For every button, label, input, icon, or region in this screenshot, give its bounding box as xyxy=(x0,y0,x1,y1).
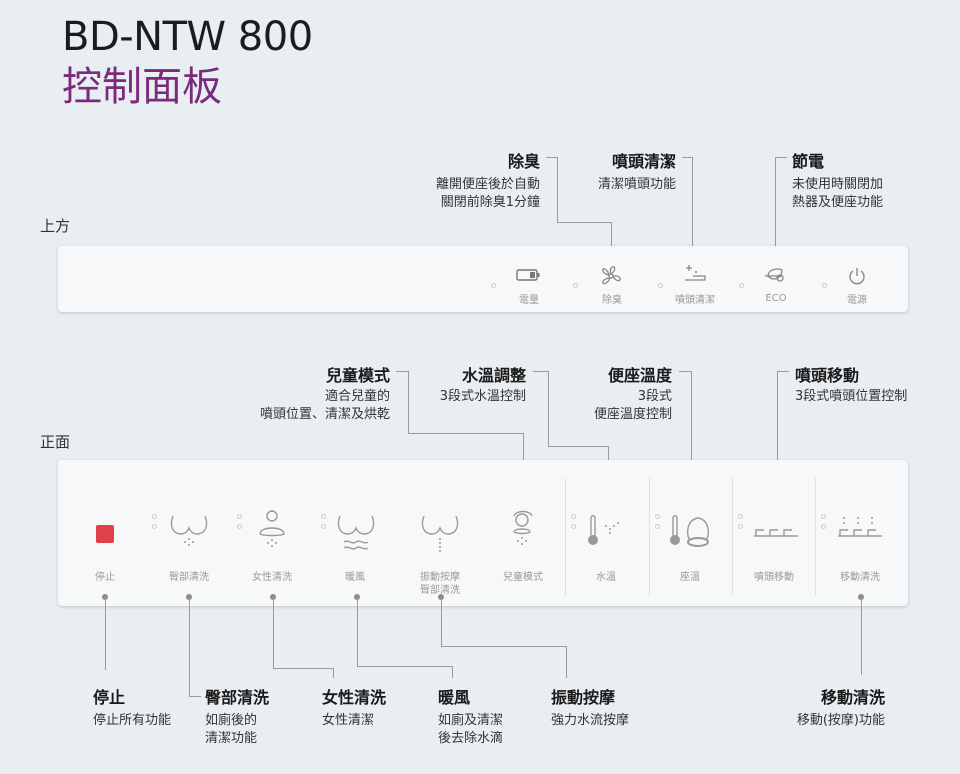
power-save-callout-desc2: 熱器及便座功能 xyxy=(792,195,884,210)
water-temp-icon[interactable] xyxy=(584,514,628,550)
power-save-callout-desc1: 未使用時關閉加 xyxy=(792,177,884,192)
rear-wash-icon[interactable] xyxy=(167,512,211,556)
water-temp-label: 水溫 xyxy=(596,572,616,583)
nozzle-clean-callout-desc: 清潔噴頭功能 xyxy=(597,177,676,192)
water-temp-callout-desc: 3段式水溫控制 xyxy=(439,389,526,404)
move-wash-label: 移動清洗 xyxy=(840,572,880,583)
power-save-callout-title: 節電 xyxy=(792,152,825,171)
battery-label: 電量 xyxy=(519,295,539,306)
child-mode-label: 兒童模式 xyxy=(503,572,543,583)
water-temp-callout-title: 水溫調整 xyxy=(461,366,526,385)
seat-temp-callout-desc2: 便座溫度控制 xyxy=(593,407,672,422)
seat-temp-callout-desc1: 3段式 xyxy=(637,389,672,404)
battery-icon xyxy=(516,269,540,281)
nozzle-move-callout-title: 噴頭移動 xyxy=(795,366,860,385)
female-wash-icon[interactable] xyxy=(252,508,296,556)
dryer-callout-desc2: 後去除水滴 xyxy=(438,731,504,746)
front-section-label: 正面 xyxy=(40,433,71,451)
nozzle-clean-icon[interactable] xyxy=(681,262,709,286)
deodor-label: 除臭 xyxy=(602,295,622,306)
massage-callout-desc: 強力水流按摩 xyxy=(551,713,630,728)
rear-wash-callout-desc2: 清潔功能 xyxy=(205,731,258,746)
stop-label: 停止 xyxy=(95,572,115,583)
dryer-icon[interactable] xyxy=(334,512,378,560)
nozzle-move-callout-desc: 3段式噴頭位置控制 xyxy=(795,389,908,404)
rear-wash-callout-title: 臀部清洗 xyxy=(205,688,270,707)
female-wash-callout-title: 女性清洗 xyxy=(322,688,387,707)
deodor-callout-desc1: 離開便座後於自動 xyxy=(435,177,540,192)
female-wash-label: 女性清洗 xyxy=(252,572,292,583)
move-wash-callout-title: 移動清洗 xyxy=(820,688,885,707)
power-label: 電源 xyxy=(847,295,867,306)
power-icon[interactable] xyxy=(846,265,868,287)
seat-temp-icon[interactable] xyxy=(668,514,712,550)
rear-wash-label: 臀部清洗 xyxy=(169,572,209,583)
massage-icon[interactable] xyxy=(418,512,462,560)
female-wash-callout-desc: 女性清潔 xyxy=(322,713,375,728)
stop-callout-desc: 停止所有功能 xyxy=(93,713,172,728)
stop-callout-title: 停止 xyxy=(93,688,126,707)
dryer-callout-title: 暖風 xyxy=(438,688,471,707)
model-name: BD-NTW 800 xyxy=(62,14,313,60)
seat-temp-label: 座溫 xyxy=(680,572,700,583)
nozzle-clean-label: 噴頭清潔 xyxy=(675,295,715,306)
child-callout-desc1: 適合兒童的 xyxy=(324,389,390,404)
child-callout-desc2: 噴頭位置、清潔及烘乾 xyxy=(259,407,390,422)
rear-wash-callout-desc1: 如廁後的 xyxy=(205,713,258,728)
nozzle-clean-callout-title: 噴頭清潔 xyxy=(611,152,676,171)
massage-label-line1: 振動按摩 xyxy=(420,572,460,583)
move-wash-callout-desc: 移動(按摩)功能 xyxy=(796,713,885,728)
nozzle-move-label: 噴頭移動 xyxy=(754,572,794,583)
massage-label-line2: 臀部清洗 xyxy=(420,585,460,596)
eco-leaf-icon[interactable] xyxy=(762,264,788,288)
stop-button-icon[interactable] xyxy=(96,525,114,543)
massage-callout-title: 振動按摩 xyxy=(551,688,616,707)
eco-label: ECO xyxy=(765,293,787,304)
deodor-callout-desc2: 關閉前除臭1分鐘 xyxy=(440,195,540,210)
child-callout-title: 兒童模式 xyxy=(325,366,390,385)
dryer-label: 暖風 xyxy=(345,572,365,583)
page-title: 控制面板 xyxy=(62,64,222,110)
move-wash-icon[interactable] xyxy=(836,514,884,540)
dryer-callout-desc1: 如廁及清潔 xyxy=(438,713,504,728)
seat-temp-callout-title: 便座溫度 xyxy=(607,366,672,385)
top-section-label: 上方 xyxy=(40,217,71,235)
fan-icon[interactable] xyxy=(599,264,623,288)
nozzle-move-icon[interactable] xyxy=(752,524,800,540)
child-mode-icon[interactable] xyxy=(506,508,542,556)
top-control-bar xyxy=(58,246,908,312)
deodor-callout-title: 除臭 xyxy=(507,152,540,171)
